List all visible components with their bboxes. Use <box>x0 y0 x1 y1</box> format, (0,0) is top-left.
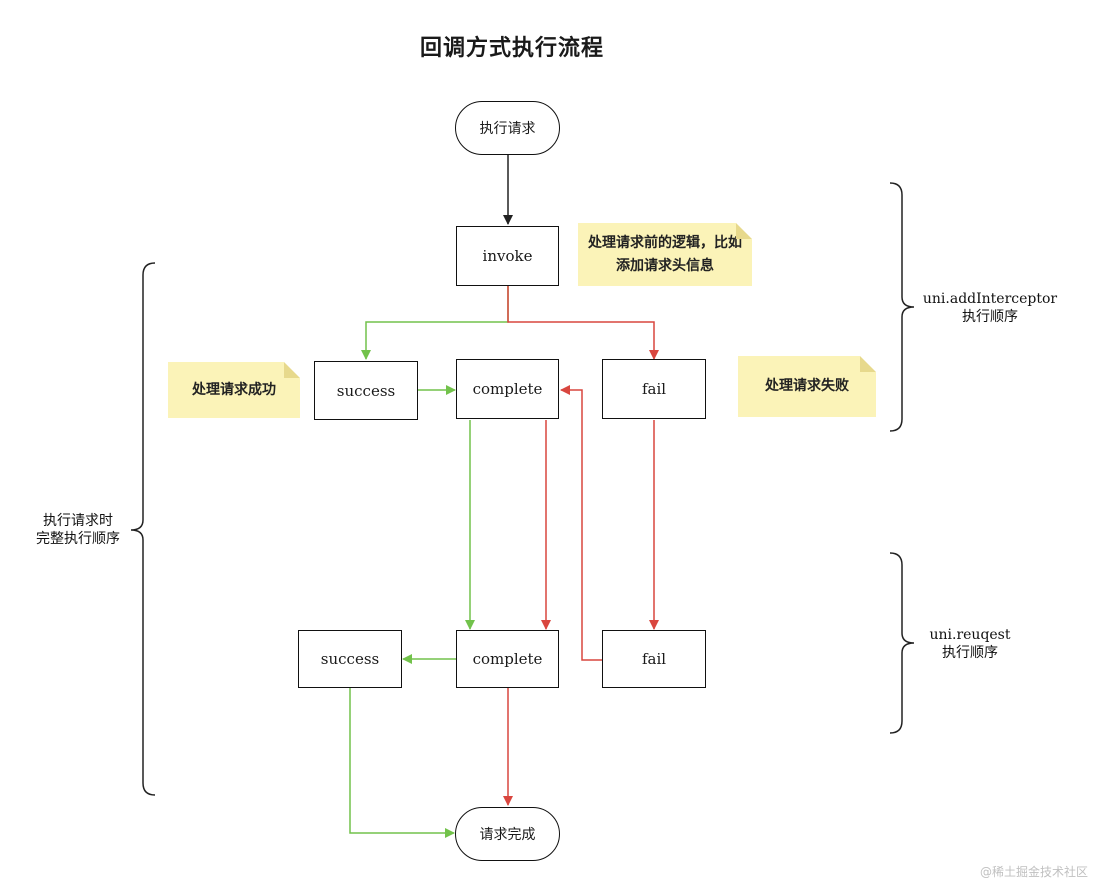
complete-node-top: complete <box>456 359 559 419</box>
interceptor-bracket-label: uni.addInterceptor 执行顺序 <box>920 290 1060 326</box>
fail-node-top: fail <box>602 359 706 419</box>
invoke-node: invoke <box>456 226 559 286</box>
note-success-text: 处理请求成功 <box>192 381 276 398</box>
note-fold <box>284 362 300 378</box>
complete-node-bottom: complete <box>456 630 559 688</box>
request-line1: uni.reuqest <box>929 627 1011 643</box>
note-fail-text: 处理请求失败 <box>765 378 849 395</box>
left-bracket-line2: 完整执行顺序 <box>36 531 120 548</box>
note-fold <box>736 223 752 239</box>
success-node-bottom: success <box>298 630 402 688</box>
note-invoke: 处理请求前的逻辑，比如 添加请求头信息 <box>578 223 752 286</box>
note-invoke-line2: 添加请求头信息 <box>616 257 714 274</box>
request-line2: 执行顺序 <box>942 645 998 662</box>
brace-left <box>130 262 156 796</box>
note-fold <box>860 356 876 372</box>
request-bracket-label: uni.reuqest 执行顺序 <box>920 626 1020 662</box>
left-bracket-line1: 执行请求时 <box>43 513 113 529</box>
brace-request <box>889 552 915 734</box>
note-success: 处理请求成功 <box>168 362 300 418</box>
brace-interceptor <box>889 182 915 432</box>
interceptor-line2: 执行顺序 <box>962 309 1018 326</box>
edge-invoke-fail <box>507 286 659 360</box>
edge-invoke-success <box>361 286 509 360</box>
watermark: @稀土掘金技术社区 <box>979 865 1088 879</box>
end-node: 请求完成 <box>455 807 560 861</box>
edge-fail-complete <box>560 385 603 661</box>
start-node: 执行请求 <box>455 101 560 155</box>
note-fail: 处理请求失败 <box>738 356 876 417</box>
diagram-title: 回调方式执行流程 <box>420 36 605 61</box>
note-invoke-line1: 处理请求前的逻辑，比如 <box>588 235 742 252</box>
interceptor-line1: uni.addInterceptor <box>922 291 1058 307</box>
edge-success-end <box>349 688 455 838</box>
success-node-top: success <box>314 361 418 420</box>
fail-node-bottom: fail <box>602 630 706 688</box>
note-invoke-text: 处理请求前的逻辑，比如 添加请求头信息 <box>588 232 742 277</box>
left-bracket-label: 执行请求时 完整执行顺序 <box>28 512 128 548</box>
